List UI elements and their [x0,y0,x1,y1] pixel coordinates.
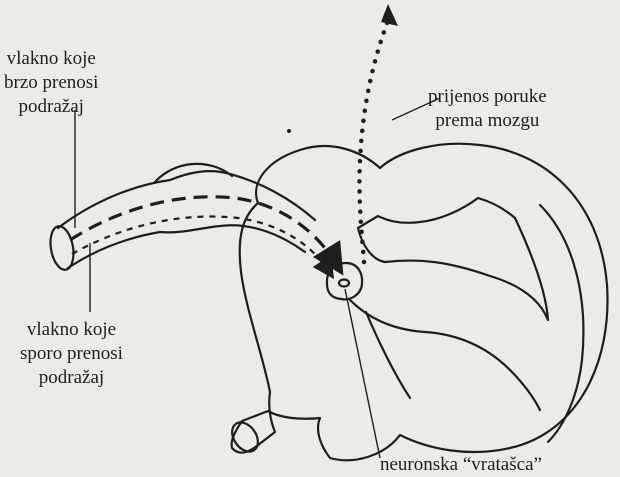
grey-matter-lower [350,300,540,410]
label-fast-fiber: vlakno koje brzo prenosi podražaj [4,47,98,119]
leader-gate [345,289,380,458]
neuronal-gate [327,263,362,299]
grey-matter [358,198,548,320]
fiber-bundle-upper [58,171,315,228]
cord-right-contour [540,205,583,442]
spinal-cord-outline [232,144,608,461]
label-message-transmission: prijenos poruke prema mozgu [428,85,547,133]
speck [287,129,291,133]
label-neuronal-gate: neuronska “vratašca” [380,453,542,477]
neuronal-gate-core [339,280,349,287]
label-slow-fiber: vlakno koje sporo prenosi podražaj [20,318,123,390]
message-arrowhead [381,4,398,26]
fiber-bundle-lower [68,225,305,268]
ventral-root-end [227,418,263,457]
fiber-cut-end [47,224,76,271]
